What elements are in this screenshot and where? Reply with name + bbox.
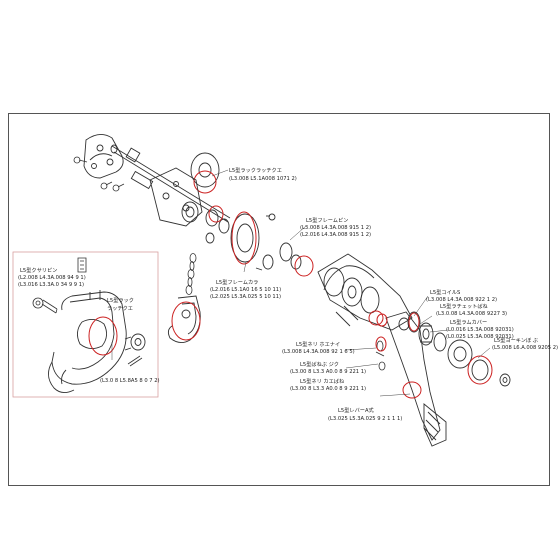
callout-lever-pin-a-1: L5型ネリ ホエナイ xyxy=(296,340,340,348)
callout-yoke-pin-2: (L5.008 L6.A.008 9205 2) xyxy=(492,345,558,351)
hook-highlight-circle xyxy=(88,316,118,356)
main-axle xyxy=(110,144,231,223)
callout-lever-pin-a-2: (L3.008 L4.3A.008 92 1 6 5) xyxy=(282,349,355,355)
hook-small-pin xyxy=(127,355,143,367)
leader-lines xyxy=(111,169,491,397)
callout-frame-ring-3: (L2.025 L5.3A.025 5 10 11) xyxy=(210,294,281,300)
pawl-highlight xyxy=(408,312,420,332)
callout-ratchet-washer-1: L5型ラックラッチクエ xyxy=(229,166,282,174)
lever-pin-highlight-2 xyxy=(376,313,388,327)
callout-frame-ring-1: L5型フレームカラ xyxy=(216,278,258,286)
frame-plate xyxy=(149,167,203,227)
lever-pin-highlight xyxy=(375,336,387,352)
operating-lever xyxy=(385,311,447,447)
callout-frame-pin-1: L5型フレームピン xyxy=(306,216,348,224)
chain-pin-part xyxy=(77,257,87,273)
callout-ratchet-cover-1: L5型ラムカバー xyxy=(450,318,487,326)
inset-label-1: L5型クサリピン xyxy=(20,266,57,274)
ratchet-highlight xyxy=(193,170,217,194)
screw-set xyxy=(73,156,125,192)
lever-highlight xyxy=(402,381,422,399)
callout-lever-pin-b-2: (L3.00 8 L3.3 A0.0 8 9 221 1) xyxy=(290,369,366,375)
gear-highlight xyxy=(208,205,224,223)
side-plate-left xyxy=(83,134,124,179)
callout-spring-s-2: (L3.008 L4.3A.008 922 1 2) xyxy=(426,297,497,303)
inset-bolt xyxy=(32,297,58,314)
frame-ring-part xyxy=(230,213,276,263)
callout-lever-pin-c-2: (L3.00 8 L3.3 A0.0 8 9 221 1) xyxy=(290,386,366,392)
hoist-body xyxy=(317,253,413,331)
callout-lever-a-2: (L3.025 L5.3A.025 9 2 1 1 1) xyxy=(328,416,402,422)
inset-label-3: (L3.016 L3.3A.0 34 9 9 1) xyxy=(18,282,84,288)
callout-frame-pin-2: (L3.008 L4.3A.008 915 1 2) xyxy=(300,225,371,231)
diagram-frame xyxy=(8,113,550,486)
callout-frame-ring-2: (L2.016 L5.1A0 16 5 10 11) xyxy=(210,287,281,293)
gear-stack xyxy=(181,201,230,244)
callout-spring-s-1: L5型コイルS xyxy=(430,288,460,296)
callout-ratchet-cover-3: (L0.025 L5.3A.008 92031) xyxy=(446,334,514,340)
callout-lever-pin-b-1: L5型ばねぶ ジク xyxy=(300,360,339,368)
callout-ratchet-cover-2: (L0.016 L5.3A.008 92031) xyxy=(446,327,514,333)
callout-lever-a-1: L5型レバーA式 xyxy=(338,406,374,414)
ratchet-disc xyxy=(190,152,220,188)
brake-disc xyxy=(323,267,345,297)
callout-hook-code: (L3.0 8 L5.8A5 8 0 7 2) xyxy=(100,378,160,384)
end-nut xyxy=(471,359,511,387)
inset-label-2: (L2.008 L4.3A.008 94 9 1) xyxy=(18,275,86,281)
callout-hook-latch-1: L5型ラック xyxy=(107,296,134,304)
lever-pins xyxy=(375,340,386,371)
pawl-assembly xyxy=(407,311,434,346)
frame-ring-highlight xyxy=(231,211,257,265)
callout-yoke-pin-1: L5型ヨーキンぼ ぶ xyxy=(494,336,538,344)
body-highlight-small xyxy=(368,310,384,326)
callout-lever-pin-c-1: L5型ネリ カエばね xyxy=(300,377,345,385)
center-spacers xyxy=(255,242,302,271)
ratchet-cover-part xyxy=(433,332,473,369)
callout-hook-latch-2: ラッチクエ xyxy=(107,305,133,312)
large-hook xyxy=(48,290,127,393)
cover-highlight xyxy=(467,355,493,385)
callout-pawl-spring-1: L5型ラチェットばね xyxy=(440,302,489,310)
load-chain xyxy=(185,253,197,295)
callout-frame-pin-3: (L2.016 L4.3A.008 915 1 2) xyxy=(300,232,371,238)
hook-roller xyxy=(124,333,146,351)
load-hook-highlight xyxy=(171,301,201,341)
callout-pawl-spring-2: (L3.0.08 L4.3A.008 9227 3) xyxy=(436,311,507,317)
callout-ratchet-washer-2: (L3.008 L5.1A008 1071 2) xyxy=(229,176,297,182)
spacer-highlight xyxy=(294,255,314,277)
hook-inset-box xyxy=(12,251,159,398)
